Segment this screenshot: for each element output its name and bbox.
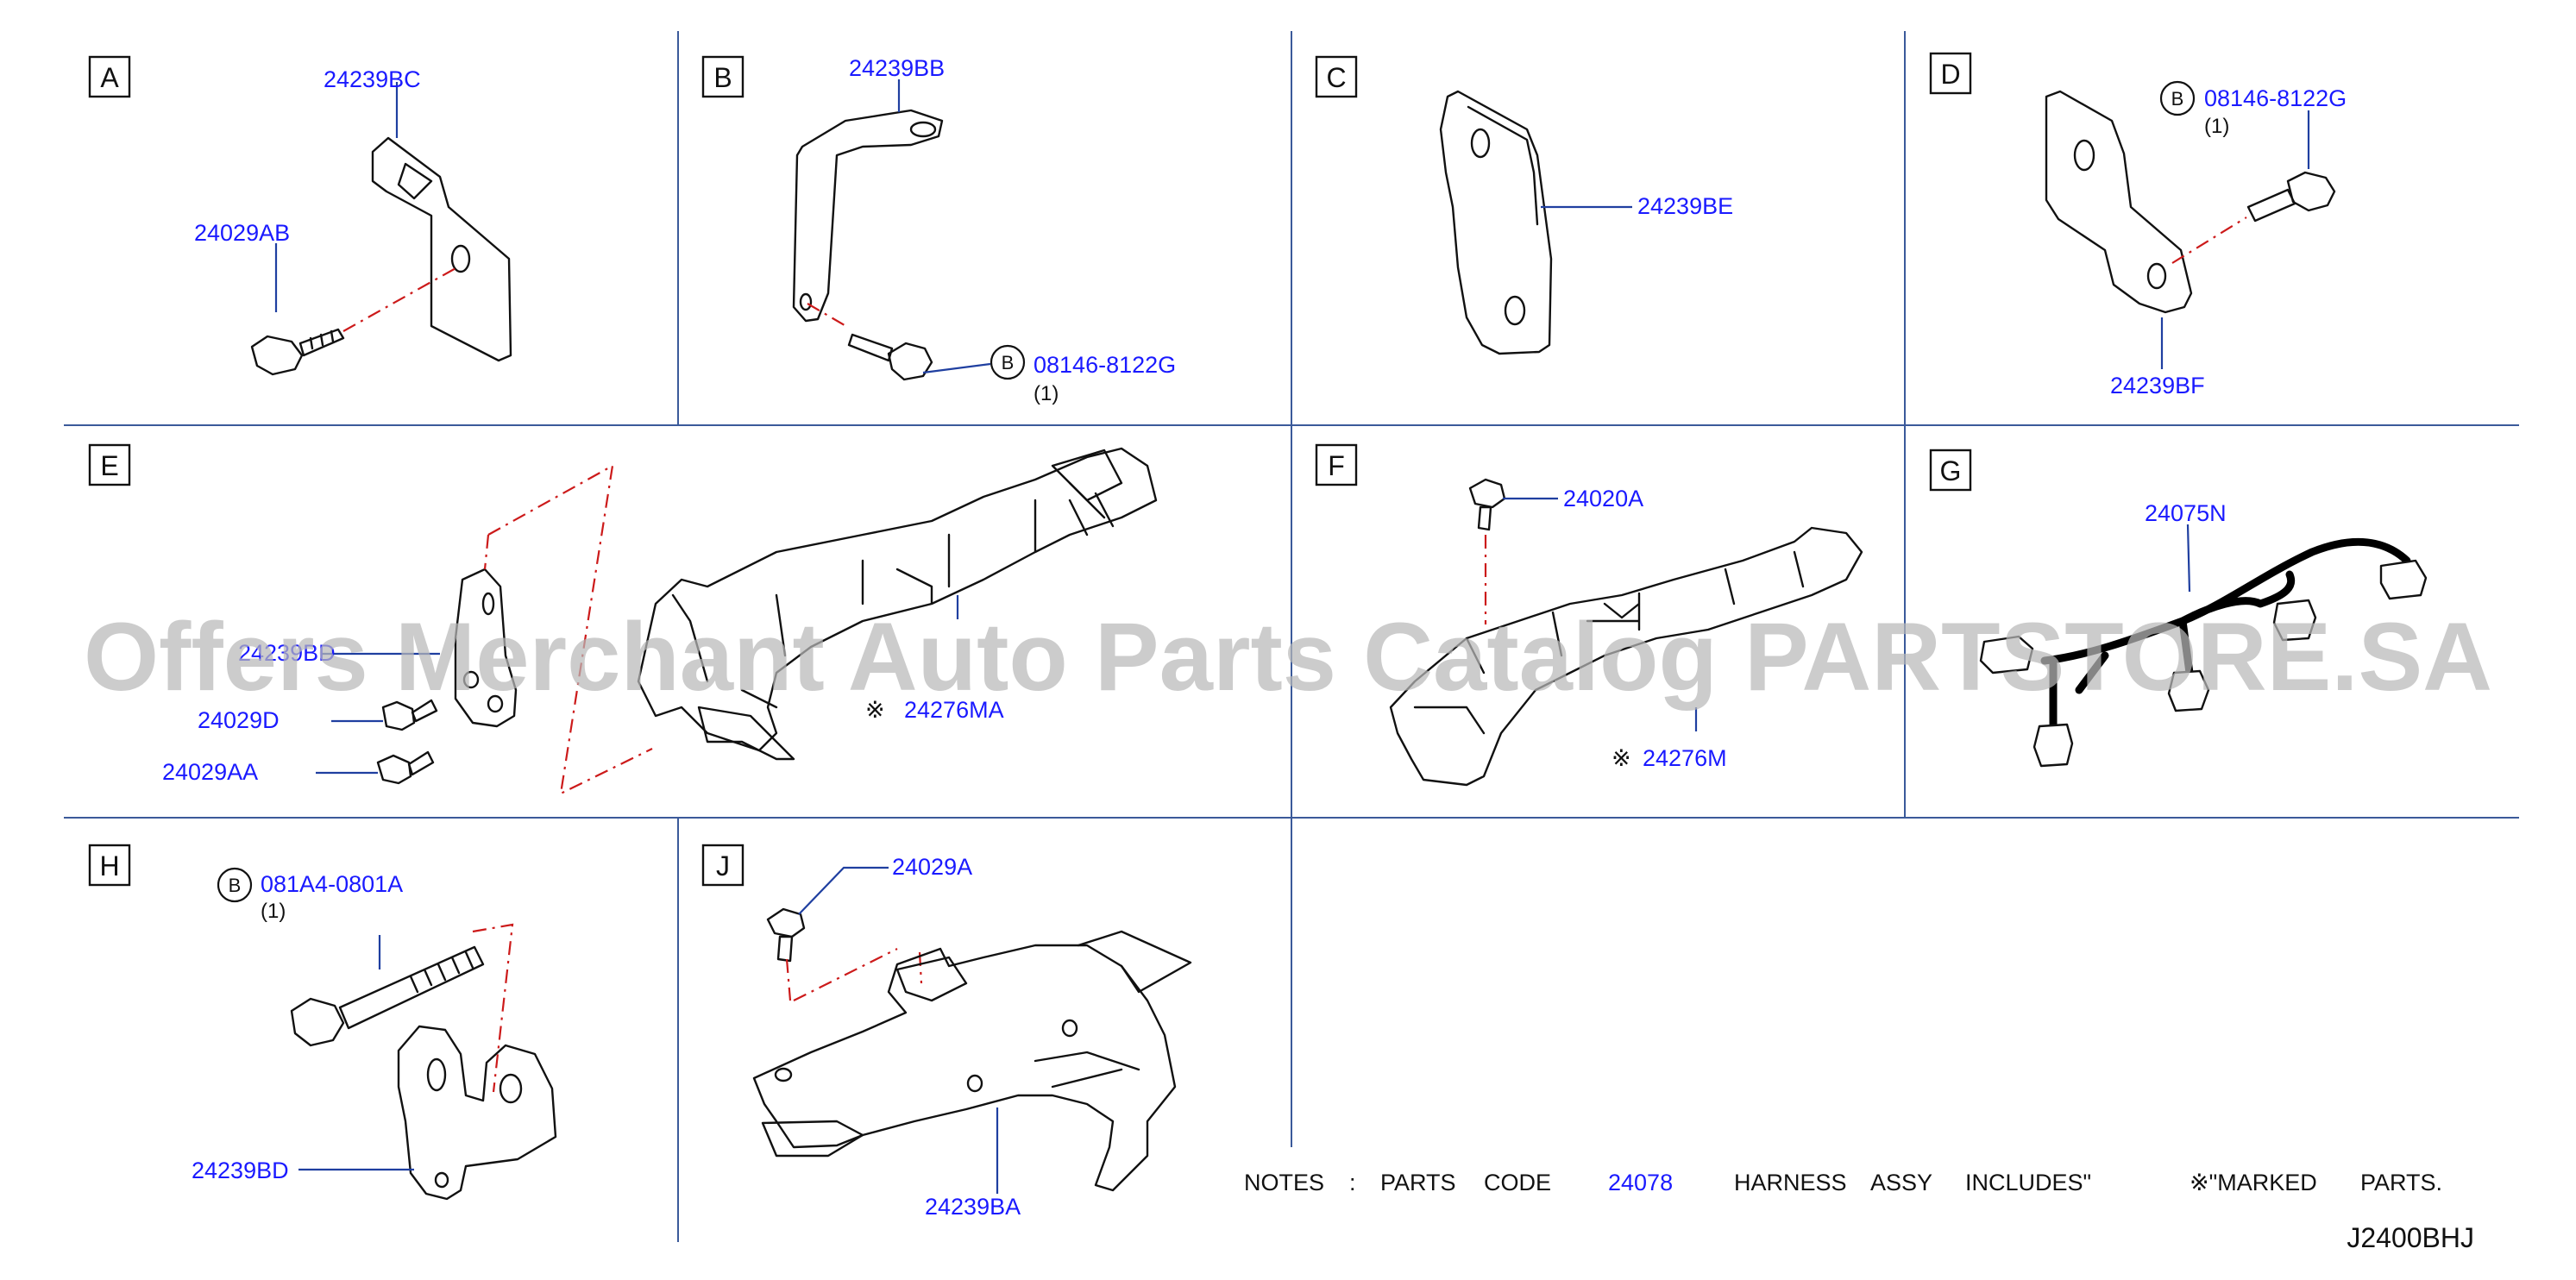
section-h-parts: B (217, 867, 557, 1201)
svg-text:B: B (2171, 88, 2184, 110)
bracket-24239ba-drawing (752, 944, 1177, 1192)
bracket-24239bb-drawing (792, 109, 944, 323)
part-number-24239bb[interactable]: 24239BB (849, 55, 945, 81)
section-f-parts (1389, 478, 1863, 787)
svg-text:ASSY: ASSY (1870, 1170, 1932, 1195)
part-number-24029ab[interactable]: 24029AB (194, 220, 290, 246)
bracket-24239bc-drawing (371, 136, 512, 362)
section-label-J: J (701, 844, 745, 887)
section-g-parts (1979, 524, 2428, 768)
svg-text:NOTES: NOTES (1244, 1170, 1324, 1195)
quantity-d: (1) (2204, 115, 2229, 138)
section-label-D: D (1929, 52, 1972, 95)
section-label-C: C (1315, 55, 1358, 98)
part-number-24020a[interactable]: 24020A (1563, 486, 1643, 511)
part-number-24239bd-h[interactable]: 24239BD (192, 1158, 289, 1183)
part-number-24239ba[interactable]: 24239BA (925, 1194, 1021, 1220)
section-label-E: E (88, 443, 131, 486)
bolt-24029ab-drawing (250, 335, 304, 376)
harness-protector-24276m-drawing (1389, 526, 1863, 787)
svg-text:PARTS.: PARTS. (2360, 1170, 2442, 1195)
part-number-08146-8122g[interactable]: 08146-8122G (2204, 85, 2347, 111)
svg-text:B: B (713, 62, 732, 93)
notes-line: NOTES : PARTS CODE 24078 HARNESS ASSY IN… (1244, 1170, 2442, 1195)
svg-text:E: E (100, 450, 118, 481)
bolt-24029d-drawing (381, 700, 416, 731)
part-number-24239bd-e[interactable]: 24239BD (238, 640, 336, 666)
section-j-parts (752, 866, 1192, 1194)
bracket-24239be-drawing (1439, 90, 1553, 355)
svg-text:H: H (99, 850, 119, 882)
section-a-parts (250, 82, 512, 376)
section-b-parts: B (792, 79, 1026, 381)
svg-text:A: A (100, 62, 119, 93)
section-c-parts (1439, 90, 1632, 355)
svg-text:F: F (1328, 450, 1345, 481)
quantity-b: (1) (1034, 382, 1059, 405)
section-label-B: B (701, 55, 745, 98)
bolt-24020a-drawing (1468, 478, 1506, 509)
diagram-code: J2400BHJ (2347, 1222, 2474, 1253)
part-number-24276m[interactable]: 24276M (1643, 745, 1727, 771)
section-e-parts (316, 447, 1158, 795)
svg-text:G: G (1940, 455, 1962, 486)
watermark: Offers Merchant Auto Parts Catalog PARTS… (84, 603, 2492, 711)
quantity-h: (1) (261, 900, 286, 923)
bracket-24239bd-e-drawing (454, 568, 518, 728)
svg-text:D: D (1940, 59, 1960, 90)
section-label-H: H (88, 844, 131, 887)
section-grid (64, 31, 2519, 1242)
harness-24075n-drawing (2040, 537, 2411, 731)
bolt-081a4-0801a-drawing (290, 997, 345, 1047)
part-number-24239be[interactable]: 24239BE (1637, 193, 1733, 219)
svg-text:PARTS: PARTS (1380, 1170, 1456, 1195)
part-number-24029d[interactable]: 24029D (198, 707, 280, 733)
svg-text:J: J (716, 850, 730, 882)
svg-text:INCLUDES": INCLUDES" (1965, 1170, 2091, 1195)
bolt-24029aa-drawing (376, 754, 412, 785)
part-number-24029aa[interactable]: 24029AA (162, 759, 258, 785)
svg-text::: : (1349, 1170, 1356, 1195)
svg-text:B: B (1002, 352, 1015, 373)
marked-symbol-e: ※ (865, 697, 885, 723)
bolt-24029a-drawing (766, 907, 806, 938)
svg-text:※"MARKED: ※"MARKED (2190, 1170, 2317, 1195)
svg-text:HARNESS: HARNESS (1734, 1170, 1847, 1195)
parts-code-24078[interactable]: 24078 (1608, 1170, 1673, 1195)
bolt-08146-8122g-d-drawing (2286, 171, 2336, 212)
section-label-A: A (88, 55, 131, 98)
svg-text:C: C (1326, 62, 1346, 93)
part-number-08146-8122g[interactable]: 08146-8122G (1034, 352, 1176, 378)
svg-text:CODE: CODE (1484, 1170, 1551, 1195)
part-number-24029a[interactable]: 24029A (892, 854, 972, 880)
marked-symbol-f: ※ (1612, 745, 1631, 771)
part-number-24075n[interactable]: 24075N (2145, 500, 2227, 526)
bolt-08146-8122g-b-drawing (887, 342, 933, 381)
bracket-24239bd-h-drawing (397, 1025, 557, 1201)
section-d-parts: B (2045, 80, 2336, 369)
part-number-24239bc[interactable]: 24239BC (324, 66, 421, 92)
part-number-24239bf[interactable]: 24239BF (2110, 373, 2205, 398)
part-number-081a4-0801a[interactable]: 081A4-0801A (261, 871, 403, 897)
section-label-F: F (1315, 443, 1358, 486)
svg-text:B: B (229, 875, 242, 896)
bracket-24239bf-drawing (2045, 90, 2193, 314)
part-number-24276ma[interactable]: 24276MA (904, 697, 1004, 723)
section-label-G: G (1929, 449, 1972, 492)
